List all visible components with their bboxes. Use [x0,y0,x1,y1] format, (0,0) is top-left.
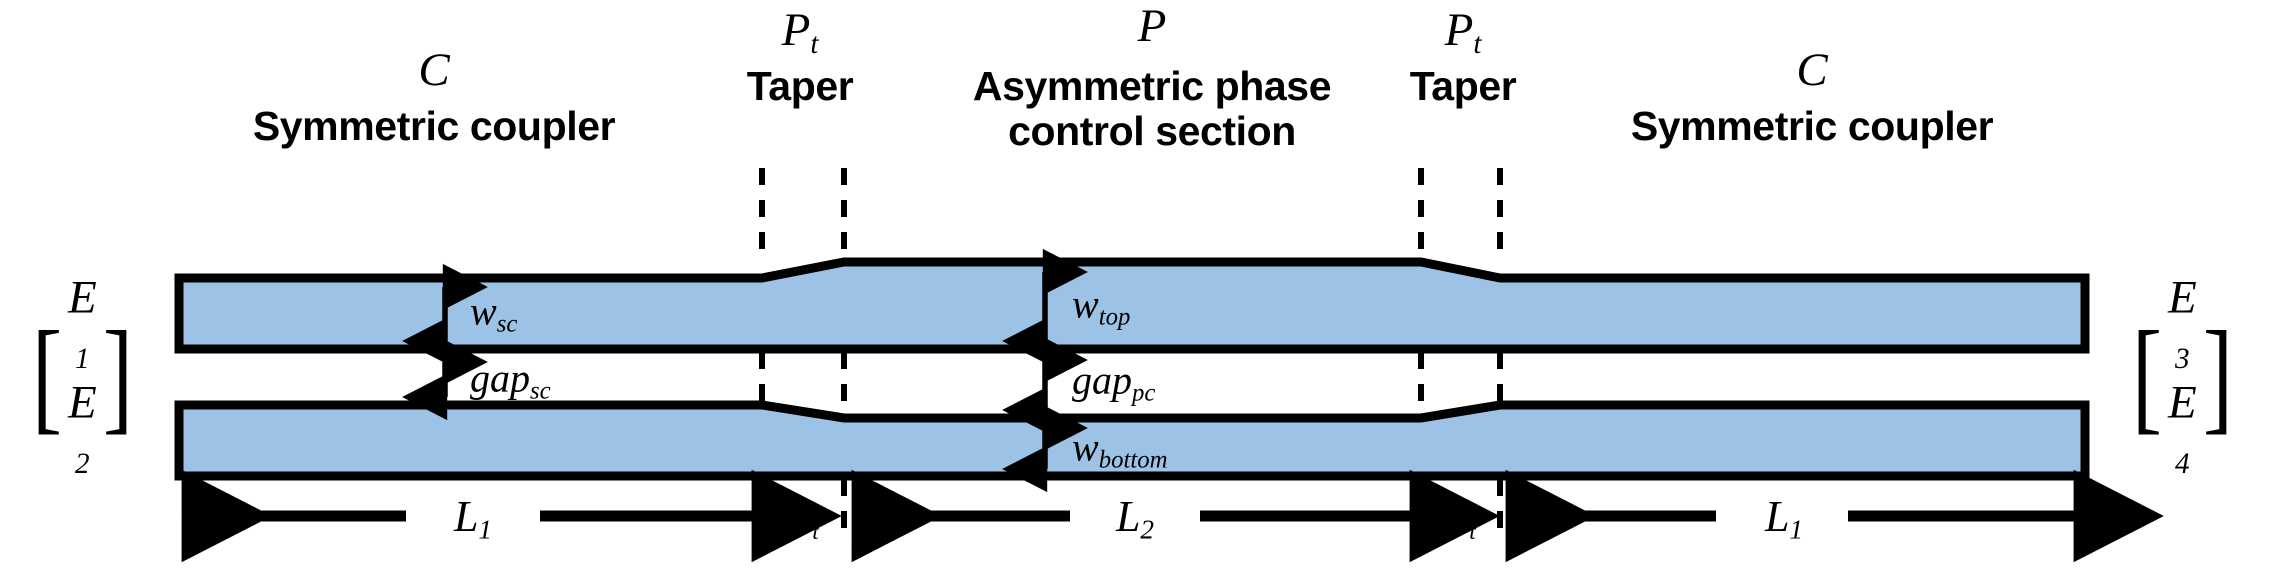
length-label-L1-right: L1 [1764,491,1804,545]
dim-label-w-bottom: wbottom [1072,424,1168,474]
output-bracket-close: ] [2202,306,2233,446]
left-coupler-label: Symmetric coupler [252,103,616,149]
input-bracket-close: ] [102,306,133,446]
dim-label-gap-pc: gappc [1072,357,1156,407]
output-bracket-open: [ [2131,306,2163,446]
phase-control-symbol: P [1137,0,1167,52]
dim-label-w-sc: wsc [470,288,518,338]
length-label-Lt-left: Lt [791,499,819,545]
length-label-L2: L2 [1115,491,1155,545]
left-coupler-symbol: C [418,44,450,96]
input-bracket-open: [ [31,306,63,446]
length-label-L1-left: L1 [453,491,493,545]
right-taper-symbol: Pt [1444,4,1482,61]
right-taper-label: Taper [1409,63,1517,109]
left-taper-symbol: Pt [781,4,819,61]
dim-label-w-top: wtop [1072,281,1131,331]
right-coupler-symbol: C [1796,44,1828,96]
phase-control-label-line1: Asymmetric phase [972,63,1332,109]
left-taper-label: Taper [746,63,854,109]
phase-control-label-line2: control section [1008,108,1296,154]
top-waveguide-shape [174,257,2090,354]
dim-label-gap-sc: gapsc [470,355,551,405]
right-coupler-label: Symmetric coupler [1630,103,1994,149]
length-label-Lt-right: Lt [1448,499,1476,545]
